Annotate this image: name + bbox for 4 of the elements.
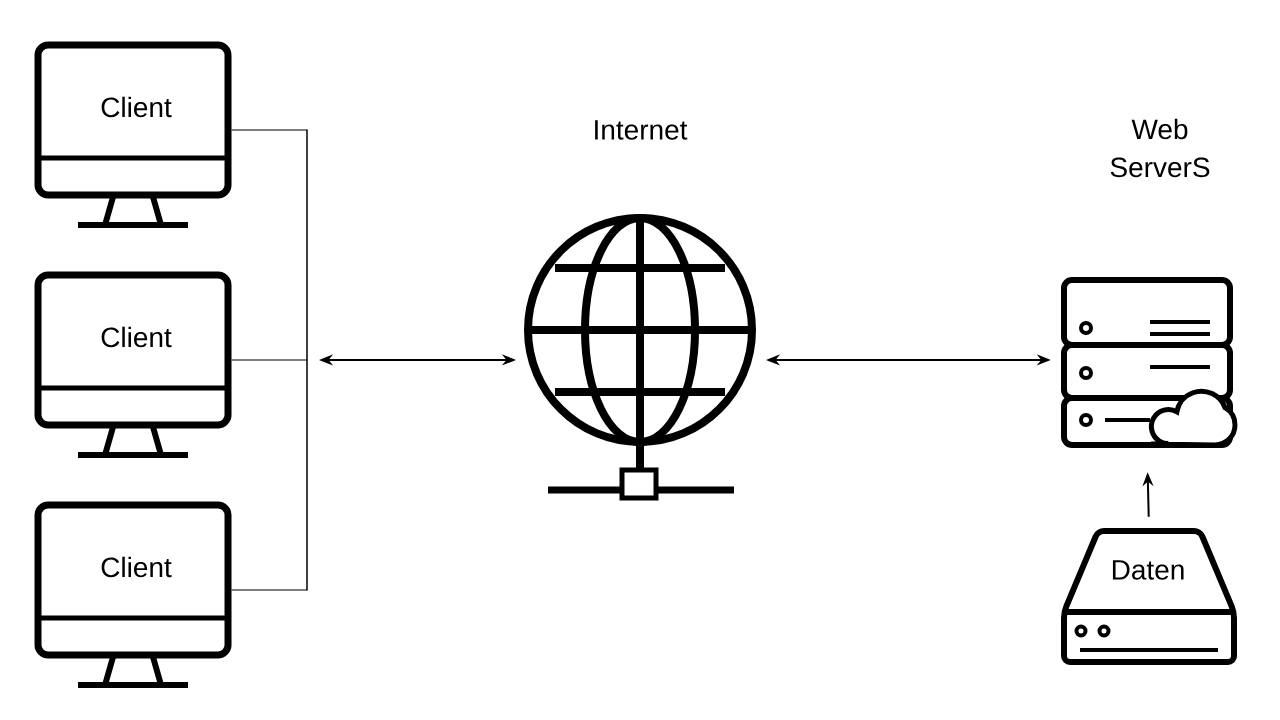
bus-line (306, 129, 308, 591)
drive-label: Daten (1112, 560, 1184, 580)
internet-label: Internet (595, 120, 688, 140)
server-label: Web ServerS (1110, 118, 1210, 178)
